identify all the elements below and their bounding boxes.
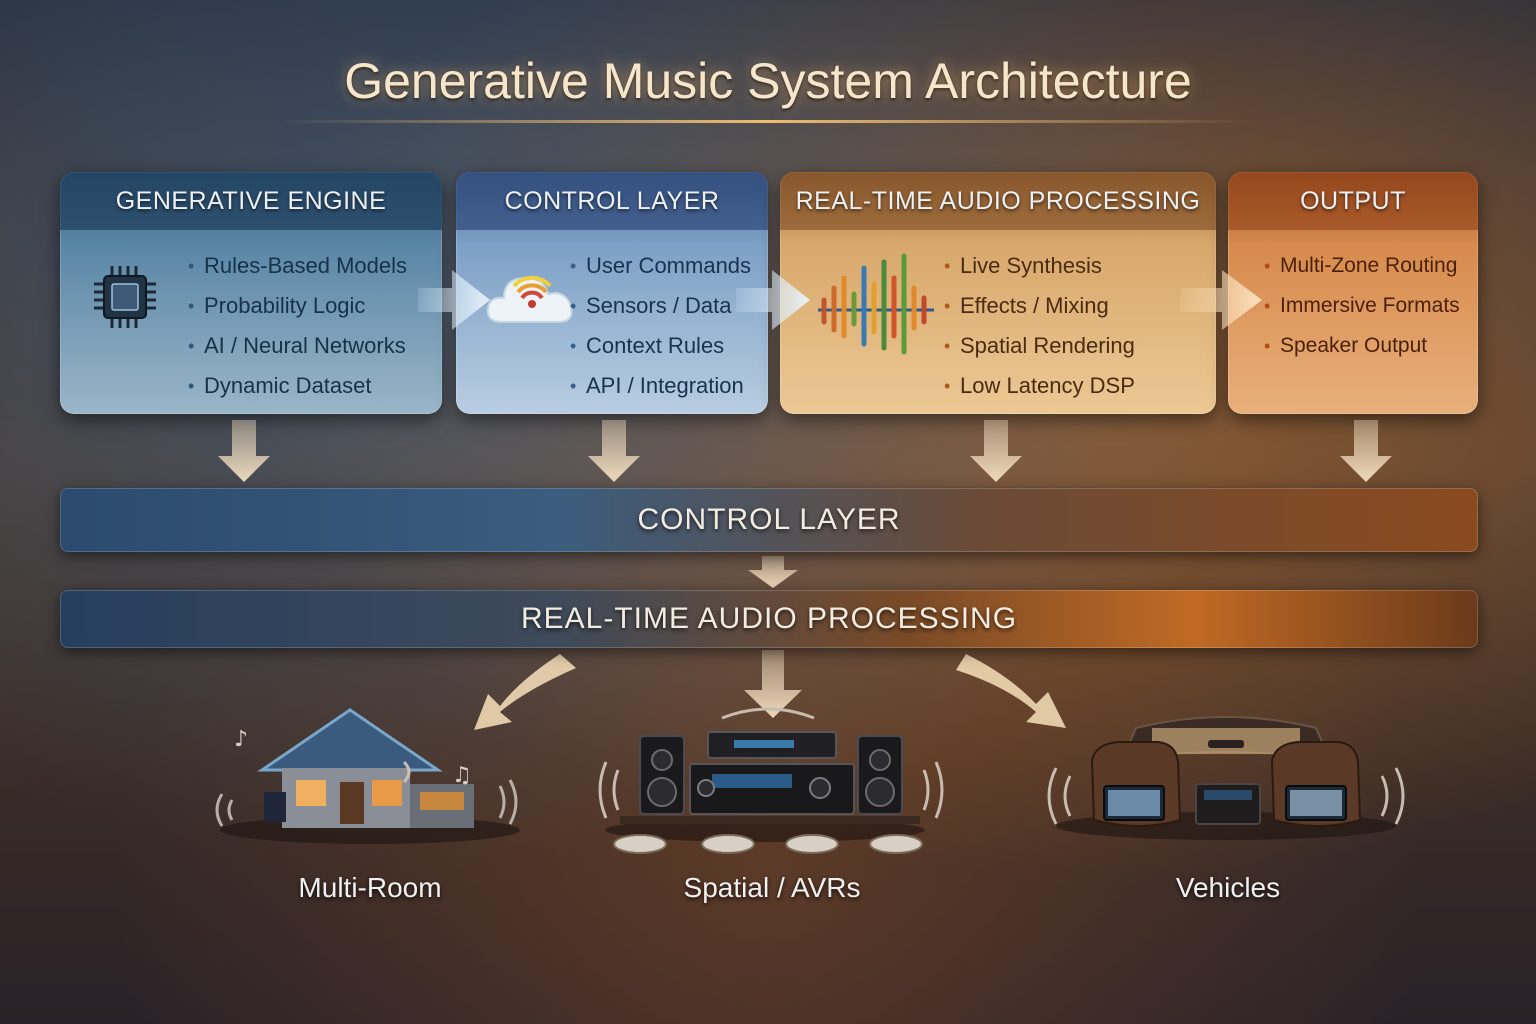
list-item: Live Synthesis	[944, 246, 1135, 286]
destination-label-spatial-avrs: Spatial / AVRs	[683, 872, 861, 903]
arrow-right-icon	[1180, 270, 1262, 330]
panel-heading: CONTROL LAYER	[456, 172, 768, 230]
list-item: Multi-Zone Routing	[1264, 246, 1460, 286]
arrow-curved-right-icon	[956, 654, 1066, 728]
list-item: Sensors / Data	[570, 286, 751, 326]
list-item: AI / Neural Networks	[188, 326, 407, 366]
panel-control-layer: CONTROL LAYER User Commands Sensors / Da…	[456, 172, 768, 414]
panel-output: OUTPUT Multi-Zone Routing Immersive Form…	[1228, 172, 1478, 414]
panel-heading: REAL-TIME AUDIO PROCESSING	[780, 172, 1216, 230]
panel-heading: GENERATIVE ENGINE	[60, 172, 442, 230]
arrow-down-icon	[744, 650, 802, 718]
control-layer-bar: CONTROL LAYER	[60, 488, 1478, 552]
audio-processing-bar: REAL-TIME AUDIO PROCESSING	[60, 590, 1478, 648]
av-receiver-icon	[598, 707, 944, 854]
title-divider	[280, 120, 1256, 123]
diagram-title: Generative Music System Architecture	[344, 53, 1192, 109]
arrow-down-icon	[748, 556, 798, 588]
panel-heading: OUTPUT	[1228, 172, 1478, 230]
vehicle-interior-icon	[1047, 716, 1405, 840]
list-item: Speaker Output	[1264, 326, 1460, 366]
arrow-down-icon	[218, 420, 270, 482]
list-item: API / Integration	[570, 366, 751, 406]
list-item: Low Latency DSP	[944, 366, 1135, 406]
house-icon: ♪ ♫	[215, 708, 520, 844]
list-item: Context Rules	[570, 326, 751, 366]
arrow-curved-left-icon	[474, 654, 576, 730]
arrow-down-icon	[588, 420, 640, 482]
audio-waveform-icon	[818, 253, 934, 355]
cloud-signal-icon	[486, 275, 573, 323]
list-item: Rules-Based Models	[188, 246, 407, 286]
svg-text:♪: ♪	[234, 727, 248, 752]
list-item: Spatial Rendering	[944, 326, 1135, 366]
arrow-down-icon	[1340, 420, 1392, 482]
arrow-right-icon	[736, 270, 810, 330]
list-item: Dynamic Dataset	[188, 366, 407, 406]
destination-label-multi-room: Multi-Room	[298, 872, 442, 903]
arrow-right-icon	[418, 270, 490, 330]
svg-text:♫: ♫	[452, 763, 472, 788]
panel-generative-engine: GENERATIVE ENGINE Rules-Based Models Pro…	[60, 172, 442, 414]
destination-label-vehicles: Vehicles	[1175, 872, 1281, 903]
list-item: Probability Logic	[188, 286, 407, 326]
list-item: Effects / Mixing	[944, 286, 1135, 326]
panel-real-time-audio-processing: REAL-TIME AUDIO PROCESSING Live Synthesi…	[780, 172, 1216, 414]
list-item: Immersive Formats	[1264, 286, 1460, 326]
list-item: User Commands	[570, 246, 751, 286]
chip-icon	[94, 266, 156, 328]
arrow-down-icon	[970, 420, 1022, 482]
